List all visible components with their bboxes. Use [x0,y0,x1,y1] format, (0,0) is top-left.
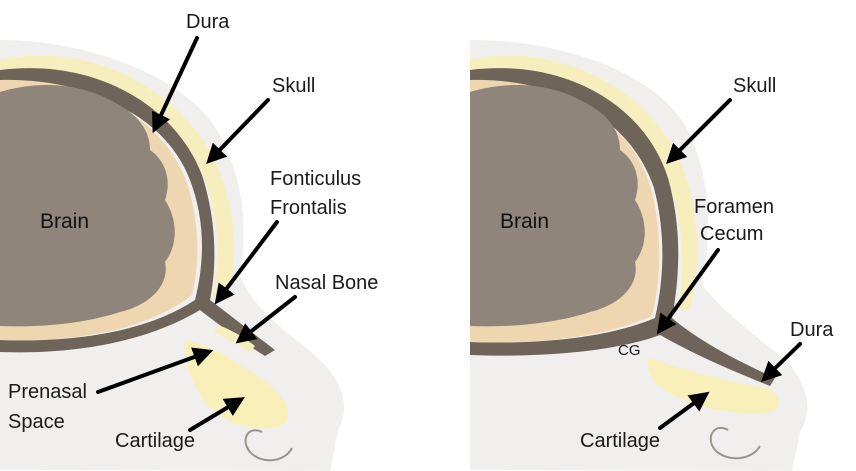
left-label-cartilage: Cartilage [115,430,195,452]
right-label-skull: Skull [733,75,776,97]
left-label-brain: Brain [40,210,89,233]
left-label-fonticulus-1: Fonticulus [270,168,361,190]
right-label-cg: CG [618,342,641,359]
left-label-skull: Skull [272,75,315,97]
right-label-dura: Dura [790,319,834,341]
left-label-dura: Dura [186,11,230,33]
right-label-foramen-1: Foramen [694,196,774,218]
right-label-brain: Brain [500,210,549,233]
right-label-cartilage: Cartilage [580,430,660,452]
left-label-prenasal-2: Space [8,411,65,433]
left-label-prenasal-1: Prenasal [8,381,87,403]
left-label-nasal-bone: Nasal Bone [275,272,378,294]
left-arrow-skull [210,100,268,160]
right-label-foramen-2: Cecum [700,223,763,245]
left-panel: Dura Skull Brain Fonticulus Frontalis Na… [0,11,378,471]
right-panel: Skull Brain Foramen Cecum CG Dura Cartil… [470,40,834,471]
left-label-fonticulus-2: Frontalis [270,197,347,219]
